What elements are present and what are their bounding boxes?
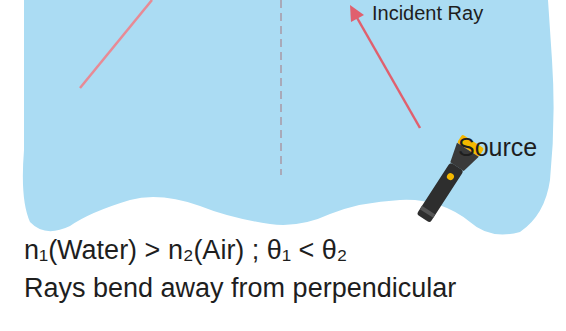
arrow-head bbox=[350, 5, 364, 22]
refracted-ray bbox=[80, 0, 152, 88]
normal-line bbox=[280, 0, 282, 175]
rule-note: Rays bend away from perpendicular bbox=[24, 274, 456, 304]
water-region bbox=[23, 0, 554, 234]
ray-label: Incident Ray bbox=[372, 2, 483, 24]
index-relation: n₁(Water) > n₂(Air) ; θ₁ < θ₂ bbox=[24, 236, 347, 266]
incident-ray bbox=[356, 16, 420, 128]
source-label: Source bbox=[458, 134, 537, 162]
